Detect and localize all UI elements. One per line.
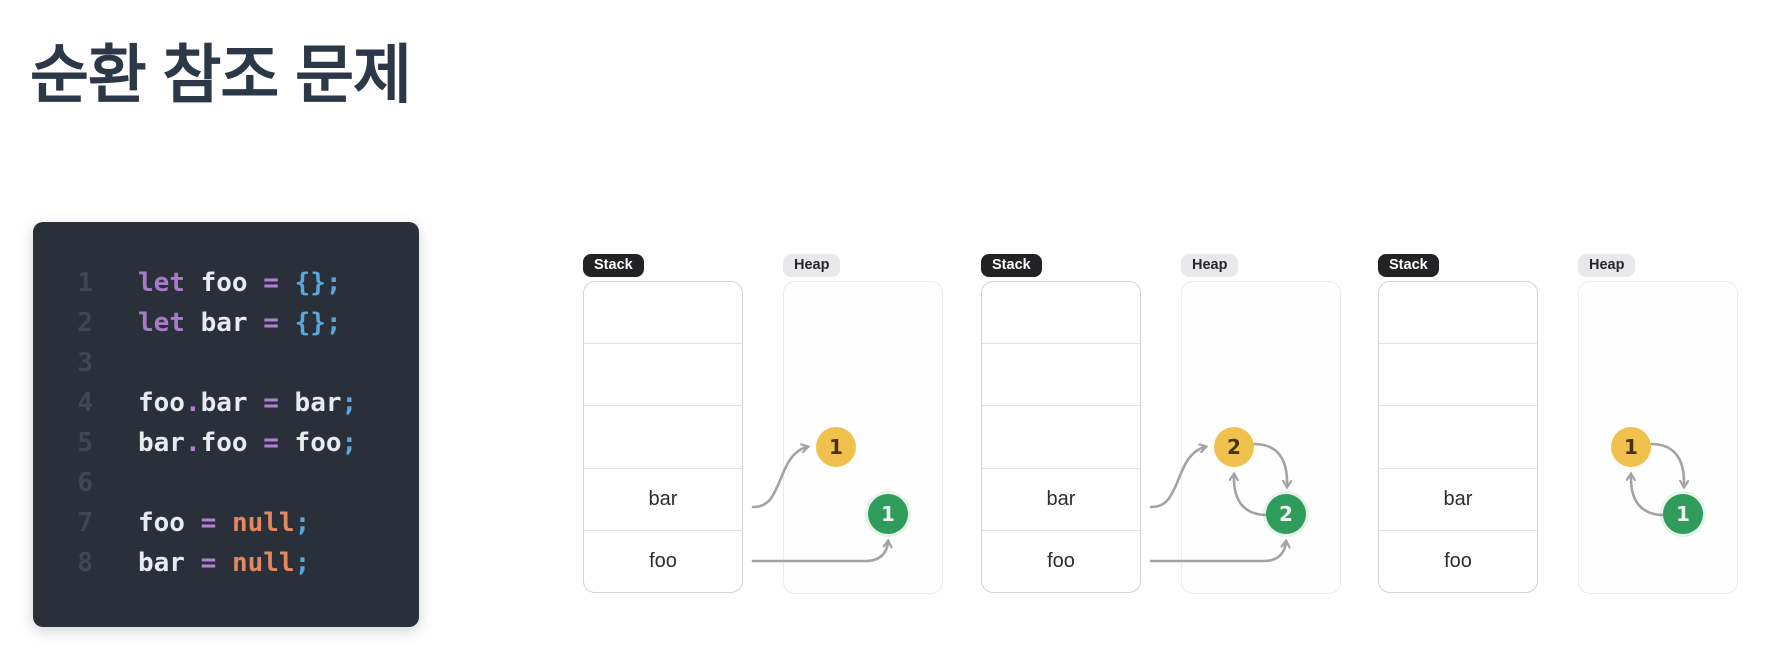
stack-cell (1379, 405, 1537, 467)
line-number: 4 (77, 388, 93, 418)
code-text: let foo = {}; (138, 268, 342, 298)
memory-diagram-step-3: Stack Heap bar foo 1 1 (1378, 254, 1738, 604)
memory-diagram-step-2: Stack Heap bar foo 2 2 (981, 254, 1341, 604)
stack-box: bar foo (583, 281, 743, 593)
stack-cell-foo: foo (1379, 529, 1537, 592)
code-text: bar.foo = foo; (138, 428, 358, 458)
stack-cell-foo: foo (584, 529, 742, 592)
heap-box (1578, 281, 1738, 594)
stack-cell (584, 405, 742, 467)
line-number: 8 (77, 548, 93, 578)
code-line: 5 bar.foo = foo; (33, 423, 419, 463)
code-text: foo.bar = bar; (138, 388, 358, 418)
code-line: 2 let bar = {}; (33, 303, 419, 343)
stack-badge: Stack (981, 254, 1042, 277)
code-text: let bar = {}; (138, 308, 342, 338)
line-number: 6 (77, 468, 93, 498)
stack-cell (1379, 343, 1537, 405)
page-title: 순환 참조 문제 (30, 39, 412, 111)
line-number: 5 (77, 428, 93, 458)
stack-box: bar foo (981, 281, 1141, 593)
heap-object-green: 1 (1663, 494, 1703, 534)
line-number: 7 (77, 508, 93, 538)
heap-badge: Heap (1181, 254, 1239, 277)
heap-badge: Heap (1578, 254, 1636, 277)
heap-box (1181, 281, 1341, 594)
code-line: 4 foo.bar = bar; (33, 383, 419, 423)
stack-cell (982, 343, 1140, 405)
stack-cell-bar: bar (982, 467, 1140, 530)
heap-box (783, 281, 943, 594)
stack-badge: Stack (1378, 254, 1439, 277)
stack-box: bar foo (1378, 281, 1538, 593)
heap-object-yellow: 2 (1214, 427, 1254, 467)
code-text: bar = null; (138, 548, 311, 578)
heap-object-green: 2 (1266, 494, 1306, 534)
stack-badge: Stack (583, 254, 644, 277)
code-line: 1 let foo = {}; (33, 263, 419, 303)
code-line: 7 foo = null; (33, 503, 419, 543)
code-line: 8 bar = null; (33, 543, 419, 583)
code-editor: 1 let foo = {}; 2 let bar = {}; 3 4 foo.bar = … (33, 222, 419, 627)
heap-object-green: 1 (868, 494, 908, 534)
line-number: 3 (77, 348, 93, 378)
code-lines: 1 let foo = {}; 2 let bar = {}; 3 4 foo.bar = … (33, 263, 419, 583)
line-number: 2 (77, 308, 93, 338)
heap-object-yellow: 1 (1611, 427, 1651, 467)
line-number: 1 (77, 268, 93, 298)
stack-cell-foo: foo (982, 529, 1140, 592)
code-line: 3 (33, 343, 419, 383)
stack-cell (1379, 282, 1537, 343)
code-text: foo = null; (138, 508, 311, 538)
heap-object-yellow: 1 (816, 427, 856, 467)
stack-cell (982, 282, 1140, 343)
stack-cell (584, 282, 742, 343)
heap-badge: Heap (783, 254, 841, 277)
stack-cell (982, 405, 1140, 467)
stack-cell-bar: bar (1379, 467, 1537, 530)
stack-cell-bar: bar (584, 467, 742, 530)
memory-diagram-step-1: Stack Heap bar foo 1 1 (583, 254, 943, 604)
stack-cell (584, 343, 742, 405)
code-line: 6 (33, 463, 419, 503)
